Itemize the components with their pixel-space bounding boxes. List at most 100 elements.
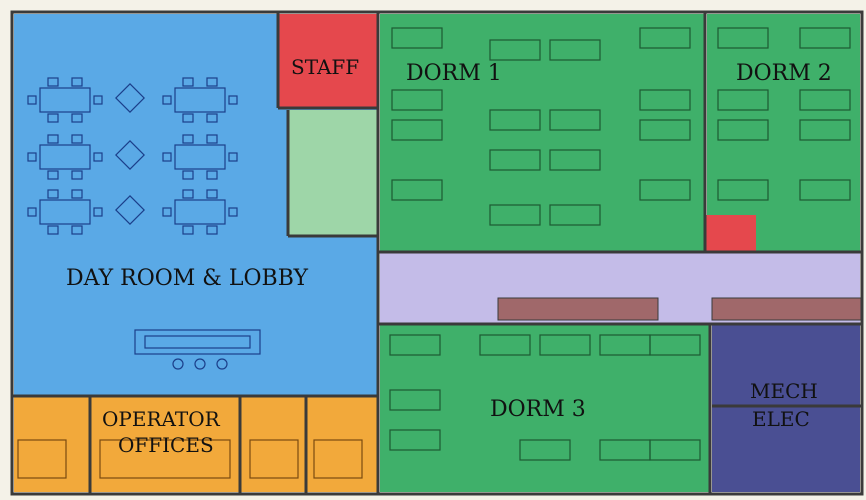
chair xyxy=(93,207,103,217)
bed xyxy=(799,89,851,111)
dining-table xyxy=(27,189,103,235)
bed xyxy=(389,429,441,451)
chair xyxy=(182,77,194,87)
square-table xyxy=(115,195,145,225)
dining-table xyxy=(27,77,103,123)
chair xyxy=(228,152,238,162)
bed xyxy=(391,179,443,201)
table-top xyxy=(39,199,91,225)
table-top xyxy=(174,87,226,113)
chair xyxy=(71,77,83,87)
chair xyxy=(182,113,194,123)
mech-label-2: ELEC xyxy=(752,407,810,431)
chair xyxy=(182,189,194,199)
chair xyxy=(206,113,218,123)
bed xyxy=(639,27,691,49)
chair xyxy=(182,170,194,180)
dorm-1-area xyxy=(380,14,705,252)
chair xyxy=(47,225,59,235)
chair xyxy=(71,134,83,144)
chair xyxy=(47,77,59,87)
dining-table xyxy=(27,134,103,180)
operator-offices-area xyxy=(14,396,378,492)
chair xyxy=(71,170,83,180)
staff-room xyxy=(278,14,378,108)
chair xyxy=(93,95,103,105)
bed xyxy=(489,149,541,171)
bed xyxy=(649,334,701,356)
chair xyxy=(27,152,37,162)
chair xyxy=(93,152,103,162)
table-top xyxy=(39,87,91,113)
chair xyxy=(206,225,218,235)
chair xyxy=(182,225,194,235)
table-top xyxy=(174,144,226,170)
walls xyxy=(10,10,864,496)
office-desks xyxy=(17,439,363,479)
bed xyxy=(799,27,851,49)
chair xyxy=(228,207,238,217)
chair xyxy=(71,189,83,199)
bed xyxy=(549,39,601,61)
bed xyxy=(639,119,691,141)
table-top xyxy=(115,140,145,170)
dorm-beds xyxy=(389,27,851,461)
chair xyxy=(162,152,172,162)
bed xyxy=(717,119,769,141)
corridor-bench-right xyxy=(711,297,863,321)
square-table xyxy=(115,83,145,113)
chair xyxy=(47,189,59,199)
chair xyxy=(47,170,59,180)
bed xyxy=(391,119,443,141)
operator-label-1: OPERATOR xyxy=(102,407,221,431)
chair xyxy=(206,77,218,87)
staff-label: STAFF xyxy=(291,55,359,79)
chair xyxy=(206,134,218,144)
chair xyxy=(162,95,172,105)
bed xyxy=(391,27,443,49)
bed xyxy=(799,179,851,201)
chair xyxy=(27,207,37,217)
operator-label-2: OFFICES xyxy=(118,433,214,457)
bed xyxy=(717,179,769,201)
bed xyxy=(717,27,769,49)
dining-table xyxy=(162,77,238,123)
dorm-3-label: DORM 3 xyxy=(490,397,586,422)
bathroom xyxy=(288,110,378,235)
dining-table xyxy=(162,134,238,180)
dining-table xyxy=(162,189,238,235)
dorm-1-label: DORM 1 xyxy=(406,61,502,86)
chair xyxy=(206,189,218,199)
dorm-2-label: DORM 2 xyxy=(736,61,832,86)
bed xyxy=(649,439,701,461)
mech-label-1: MECH xyxy=(750,379,818,403)
bed xyxy=(391,89,443,111)
chair xyxy=(182,134,194,144)
bed xyxy=(549,109,601,131)
chair xyxy=(71,113,83,123)
chair xyxy=(47,134,59,144)
bed xyxy=(799,119,851,141)
chair xyxy=(228,95,238,105)
table-top xyxy=(39,144,91,170)
bed xyxy=(489,204,541,226)
mech-elec-room xyxy=(712,324,860,492)
dayroom-label: DAY ROOM & LOBBY xyxy=(66,266,308,291)
bed xyxy=(539,334,591,356)
dorm-3-area xyxy=(380,324,710,492)
bed xyxy=(489,39,541,61)
bed xyxy=(639,89,691,111)
chair xyxy=(47,113,59,123)
bed xyxy=(489,109,541,131)
bed xyxy=(549,149,601,171)
square-table xyxy=(115,140,145,170)
chair xyxy=(162,207,172,217)
table-top xyxy=(174,199,226,225)
bed xyxy=(639,179,691,201)
utility-closet xyxy=(706,215,756,251)
chair xyxy=(27,95,37,105)
bed xyxy=(519,439,571,461)
bed xyxy=(389,389,441,411)
bed xyxy=(389,334,441,356)
